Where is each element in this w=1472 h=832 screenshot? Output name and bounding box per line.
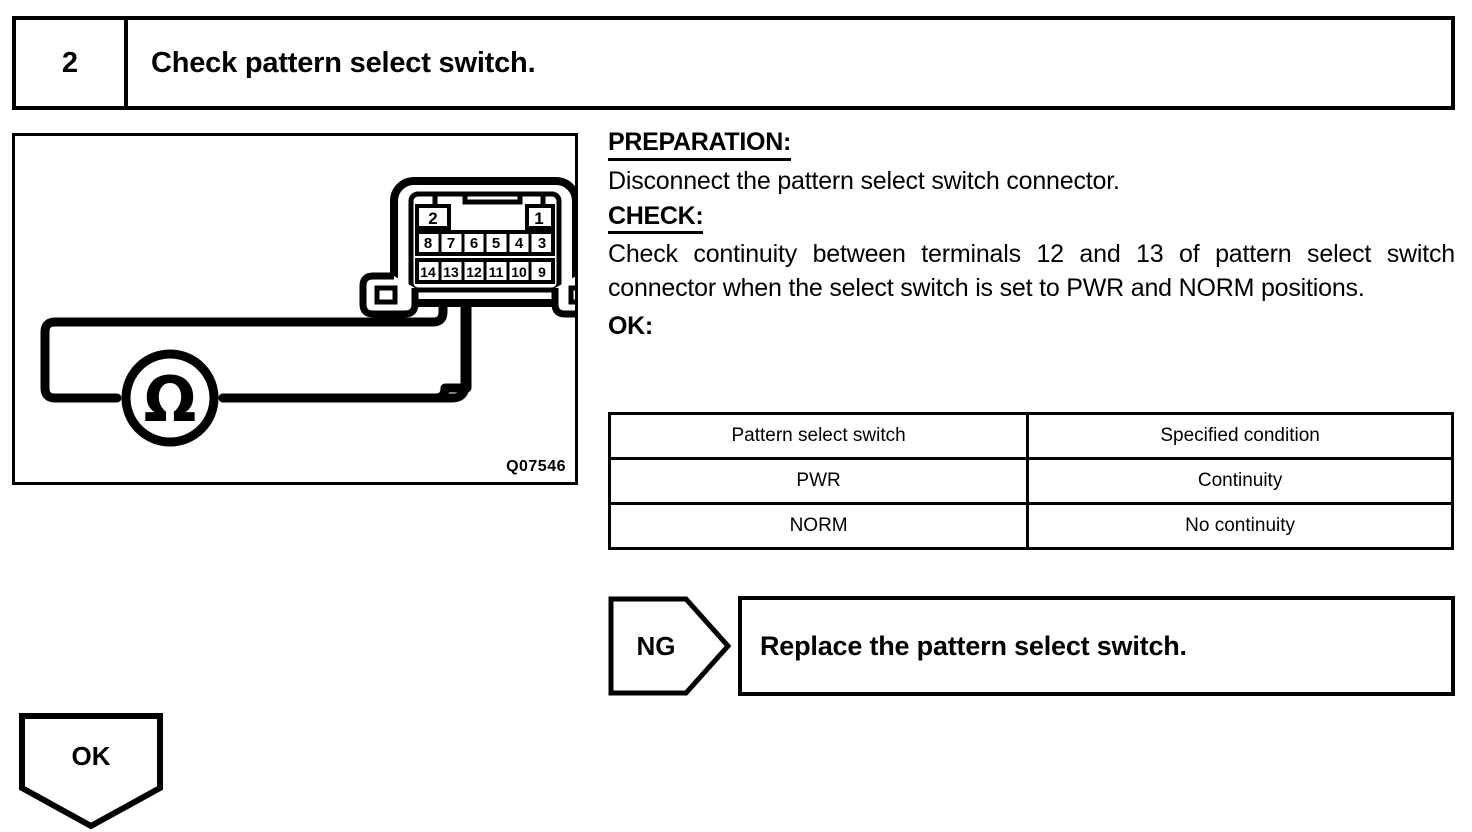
- table-header-pattern-select-switch: Pattern select switch: [607, 412, 1030, 460]
- pin-4: 4: [515, 235, 524, 252]
- table-header-specified-condition: Specified condition: [1026, 412, 1454, 460]
- ng-action-text: Replace the pattern select switch.: [760, 630, 1187, 661]
- pin-13: 13: [443, 264, 459, 280]
- cell-condition-continuity: Continuity: [1026, 457, 1454, 505]
- test-lead-wire-right: [218, 259, 470, 403]
- figure-panel: Ω: [12, 133, 578, 485]
- ng-result-row: NG Replace the pattern select switch.: [608, 596, 1455, 698]
- pin-10: 10: [511, 264, 527, 280]
- ng-badge: NG: [608, 596, 732, 696]
- connector-mounting-tabs: [359, 272, 575, 318]
- ng-action-box: Replace the pattern select switch.: [738, 596, 1455, 696]
- ok-arrow-shape: [19, 713, 163, 830]
- preparation-text: Disconnect the pattern select switch con…: [608, 166, 1120, 195]
- pin-12: 12: [466, 264, 482, 280]
- table-row: NORM No continuity: [607, 502, 1454, 550]
- cell-switch-norm: NORM: [607, 502, 1030, 550]
- check-text: Check continuity between terminals 12 an…: [608, 240, 1455, 302]
- instruction-text-block: PREPARATION: Disconnect the pattern sele…: [608, 128, 1455, 341]
- pin-9: 9: [538, 264, 546, 280]
- table-header-row: Pattern select switch Specified conditio…: [607, 412, 1454, 460]
- connector-middle-row: 8 7 6 5 4 3: [415, 230, 555, 256]
- cell-condition-no-continuity: No continuity: [1026, 502, 1454, 550]
- pin-label-2: 2: [428, 209, 437, 228]
- ng-arrow-shape: [608, 596, 732, 696]
- step-number-cell: 2: [16, 20, 128, 106]
- step-title: Check pattern select switch.: [151, 46, 536, 79]
- preparation-section: PREPARATION: Disconnect the pattern sele…: [608, 128, 1455, 198]
- ok-badge: OK: [18, 712, 164, 830]
- ok-heading: OK:: [608, 311, 653, 340]
- ohmmeter-symbol: Ω: [121, 349, 219, 447]
- connector-top-row: 2 1: [428, 209, 543, 228]
- pin-label-1: 1: [534, 209, 543, 228]
- ok-badge-label: OK: [71, 740, 111, 771]
- step-title-cell: Check pattern select switch.: [128, 20, 1451, 106]
- pin-14: 14: [420, 264, 436, 280]
- pin-11: 11: [489, 264, 504, 280]
- pin-6: 6: [470, 235, 478, 252]
- preparation-heading: PREPARATION:: [608, 128, 791, 161]
- step-header: 2 Check pattern select switch.: [12, 16, 1455, 110]
- ohm-glyph: Ω: [144, 363, 197, 436]
- step-number: 2: [61, 46, 79, 79]
- wiring-diagram-illustration: Ω: [40, 177, 575, 447]
- connector-bottom-row: 14 13 12 11 10 9: [415, 258, 555, 284]
- pin-8: 8: [424, 235, 432, 252]
- table-row: PWR Continuity: [607, 457, 1454, 505]
- specification-table: Pattern select switch Specified conditio…: [607, 412, 1454, 550]
- check-section: CHECK: Check continuity between terminal…: [608, 202, 1455, 306]
- pin-7: 7: [447, 235, 455, 252]
- pin-3: 3: [538, 235, 546, 252]
- ng-badge-label: NG: [636, 630, 676, 661]
- check-heading: CHECK:: [608, 202, 704, 235]
- pin-5: 5: [492, 235, 500, 252]
- cell-switch-pwr: PWR: [607, 457, 1030, 505]
- figure-code: Q07546: [506, 458, 566, 475]
